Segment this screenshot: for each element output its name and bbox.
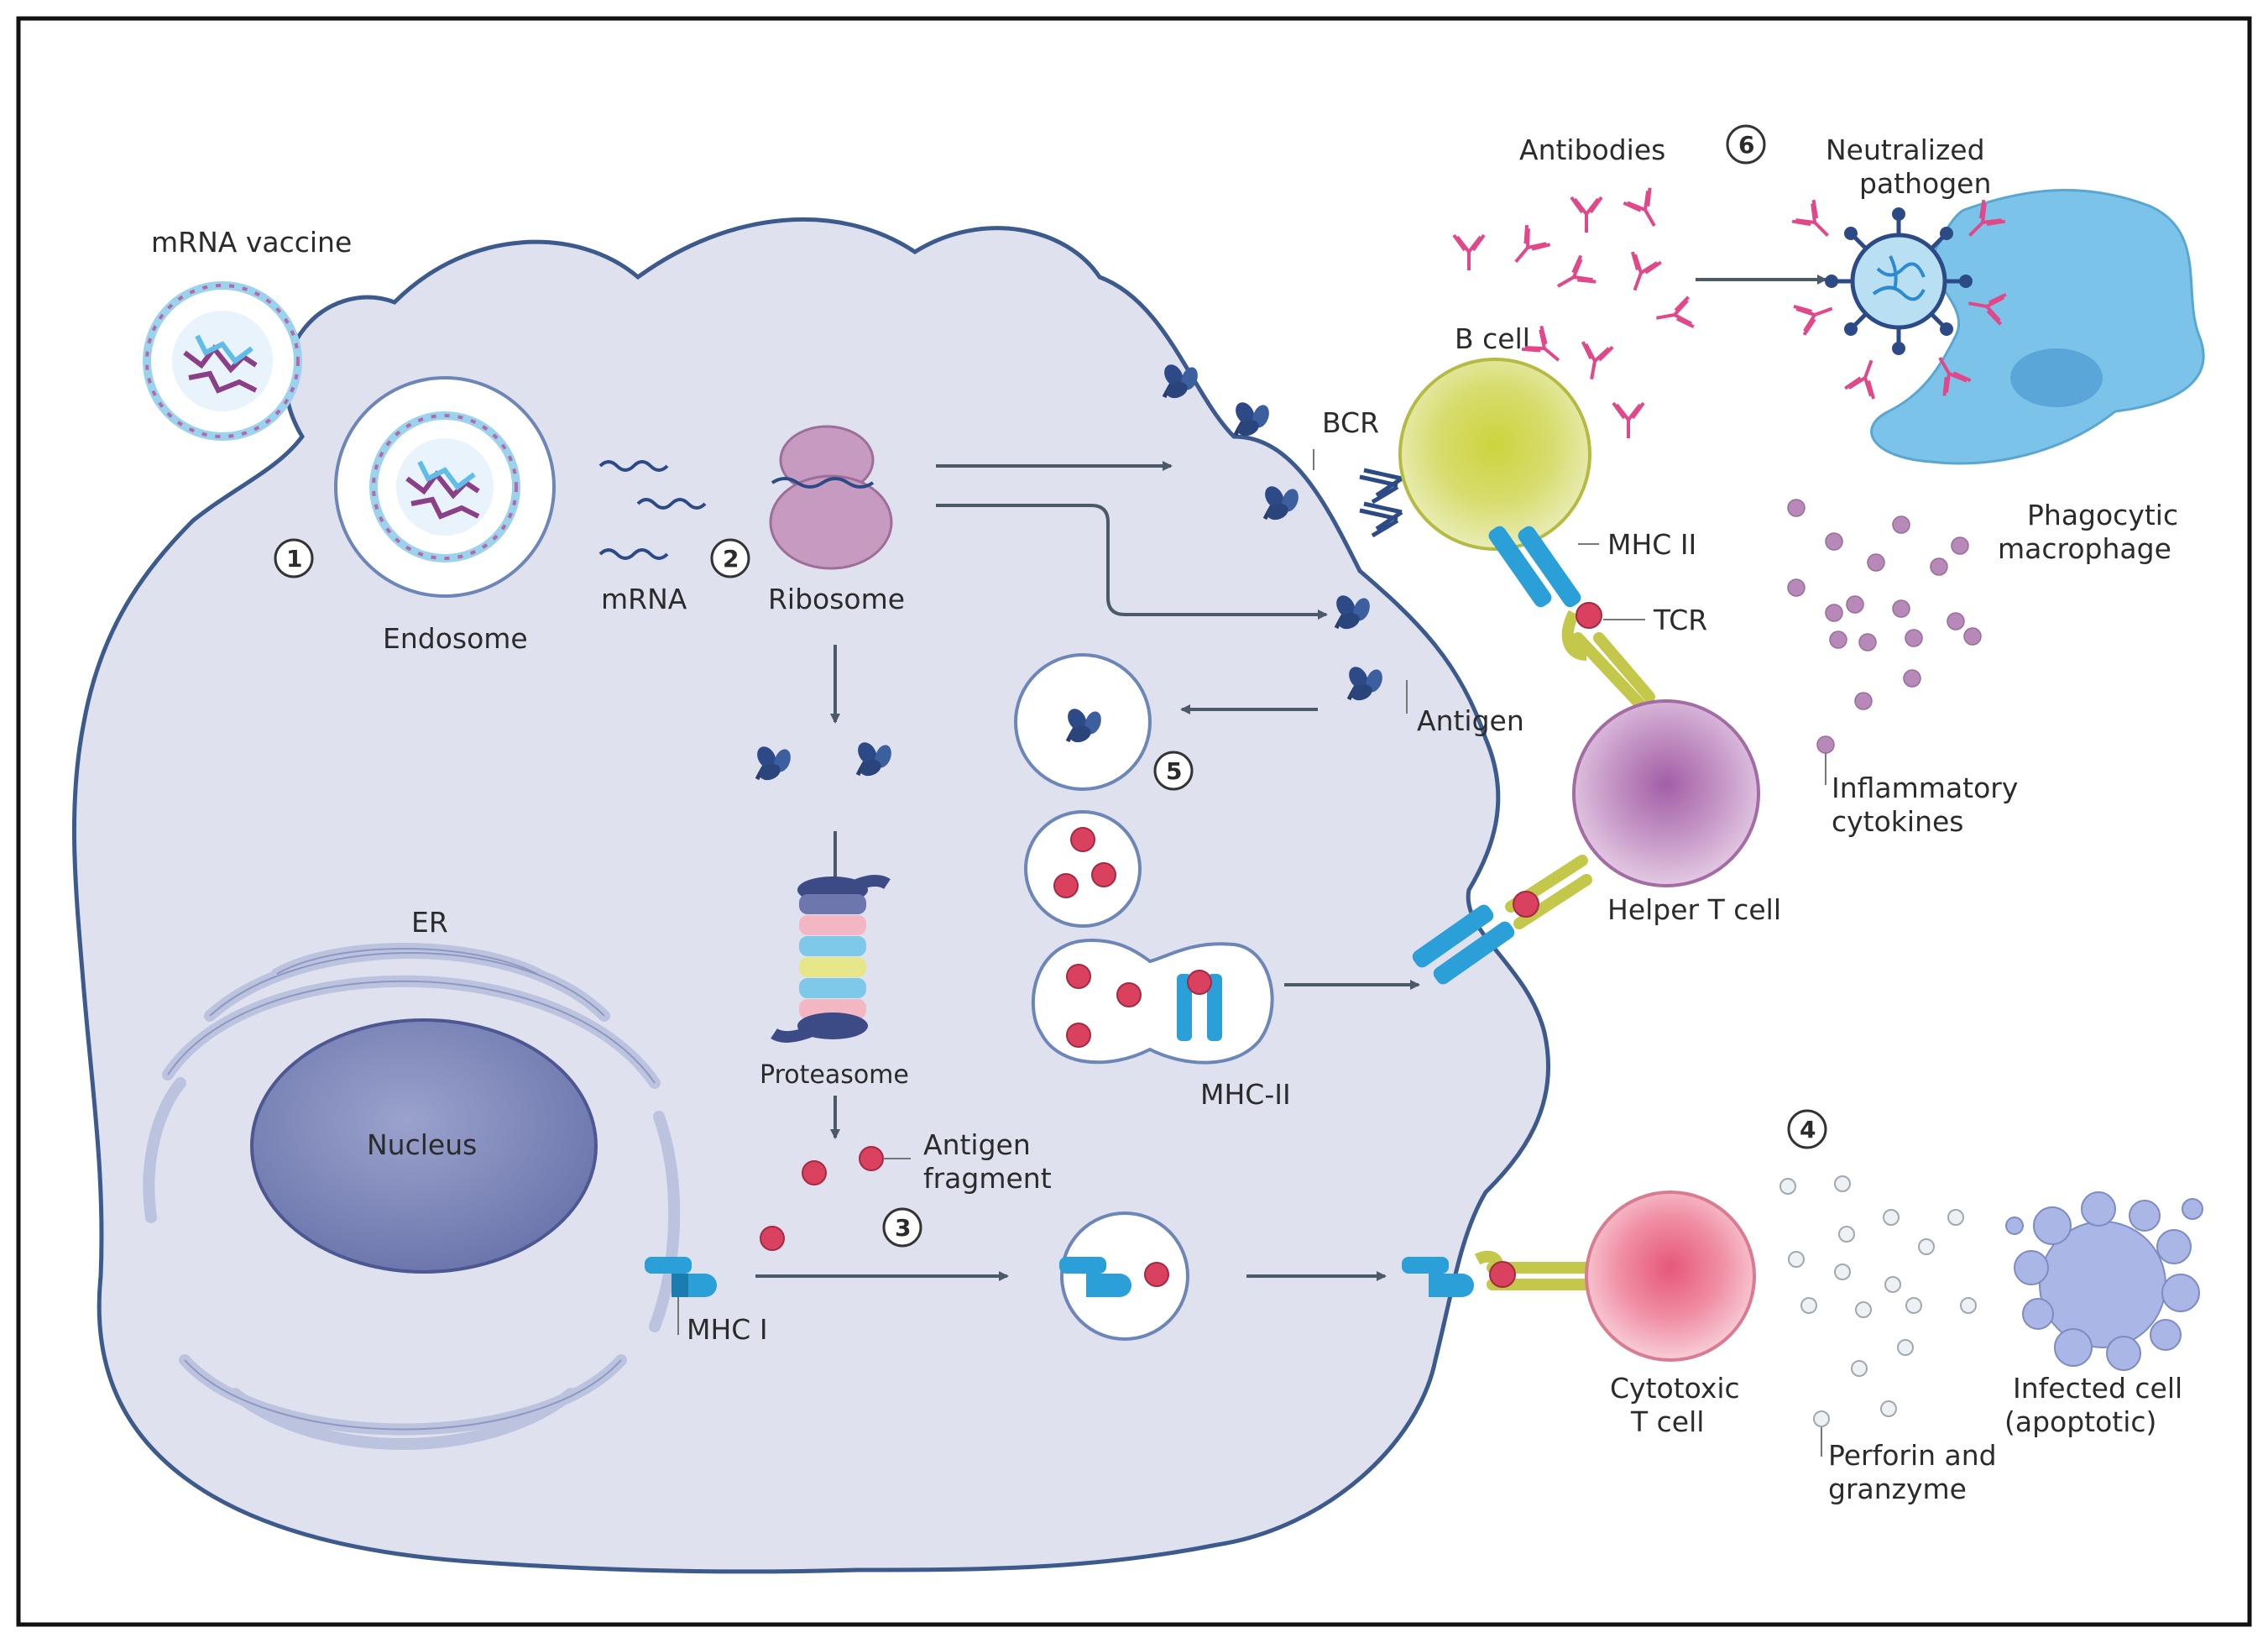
- perforin-label-line2: granzyme: [1828, 1473, 1967, 1505]
- b-cell-label: B cell: [1455, 322, 1530, 355]
- bcr-label: BCR: [1322, 406, 1379, 439]
- tcr-label: TCR: [1653, 604, 1707, 636]
- mrna-label: mRNA: [601, 583, 687, 615]
- endosome: [334, 376, 556, 598]
- b-cell: [1398, 358, 1591, 551]
- endosome-label: Endosome: [383, 622, 528, 655]
- cytotoxic-label-line2: T cell: [1630, 1405, 1704, 1438]
- antigen-fragment-label-line1: Antigen: [923, 1128, 1031, 1161]
- cytotoxic-label-line1: Cytotoxic: [1610, 1372, 1740, 1405]
- mhc-i-tcr-complex: [1402, 1250, 1601, 1297]
- helper-t-cell-label: Helper T cell: [1607, 893, 1781, 926]
- step-3-marker: 3: [882, 1207, 922, 1248]
- mhc-i-label: MHC I: [687, 1313, 768, 1346]
- proteasome-label: Proteasome: [760, 1060, 909, 1090]
- antigen-fragments: [760, 1146, 884, 1251]
- step-2-marker: 2: [710, 538, 750, 578]
- inflammatory-label-line2: cytokines: [1832, 805, 1964, 838]
- proteasome: [771, 875, 891, 1043]
- er-membrane-outline: [167, 948, 656, 1431]
- er-label: ER: [411, 906, 448, 939]
- bcr-receptors: [1359, 468, 1403, 538]
- infected-label-line2: (apoptotic): [2004, 1405, 2156, 1438]
- nucleus: [250, 1018, 598, 1274]
- perforin-label-line1: Perforin and: [1828, 1439, 1997, 1472]
- svg-text:1: 1: [286, 545, 302, 573]
- arrows: [755, 275, 1827, 1281]
- mhc-ii-loading-vesicle: [1031, 938, 1274, 1065]
- ribosome: [769, 425, 893, 570]
- ribosome-label: Ribosome: [768, 583, 905, 615]
- macrophage-nucleus: [2010, 348, 2103, 407]
- phagocytic-macrophage: [1870, 189, 2205, 465]
- mhc-ii-cell-label: MHC-II: [1200, 1078, 1291, 1111]
- neutralized-pathogen: [1792, 200, 2008, 400]
- antigen-label: Antigen: [1417, 704, 1524, 737]
- svg-text:2: 2: [723, 545, 739, 573]
- antigen-fragment-label-line2: fragment: [923, 1162, 1052, 1195]
- nucleus-label: Nucleus: [367, 1128, 477, 1161]
- phagocytic-label-line2: macrophage: [1998, 532, 2171, 565]
- antigen-endosome: [1014, 653, 1152, 791]
- step-4-marker: 4: [1787, 1109, 1827, 1149]
- infected-label-line1: Infected cell: [2013, 1372, 2182, 1405]
- step-6-marker: 6: [1726, 124, 1766, 165]
- inflammatory-label-line1: Inflammatory: [1832, 772, 2018, 804]
- phagocytic-label-line1: Phagocytic: [2027, 499, 2178, 531]
- lysosome-fragments: [1024, 810, 1142, 928]
- neutralized-label-line1: Neutralized: [1826, 133, 1985, 166]
- mhc-i-vesicle: [1059, 1211, 1189, 1341]
- svg-text:6: 6: [1738, 131, 1754, 159]
- step-1-marker: 1: [274, 538, 314, 578]
- mhc-ii-tcr-complex-b: [1488, 526, 1655, 711]
- svg-text:5: 5: [1166, 757, 1182, 785]
- helper-t-cell: [1572, 699, 1760, 887]
- antibodies-label: Antibodies: [1519, 133, 1665, 166]
- mhc-i-molecule: [645, 1257, 717, 1297]
- svg-text:3: 3: [895, 1214, 911, 1242]
- step-5-marker: 5: [1153, 751, 1194, 791]
- svg-text:4: 4: [1800, 1116, 1816, 1143]
- cytotoxic-t-cell: [1585, 1190, 1756, 1362]
- mhc-ii-label: MHC II: [1607, 528, 1696, 561]
- mrna-vaccine-particle: [143, 281, 302, 441]
- neutralized-label-line2: pathogen: [1859, 167, 1991, 200]
- mrna-vaccine-label: mRNA vaccine: [151, 226, 352, 259]
- mhc-ii-tcr-complex-apc: [1412, 855, 1592, 985]
- infected-apoptotic-cell: [2005, 1191, 2203, 1371]
